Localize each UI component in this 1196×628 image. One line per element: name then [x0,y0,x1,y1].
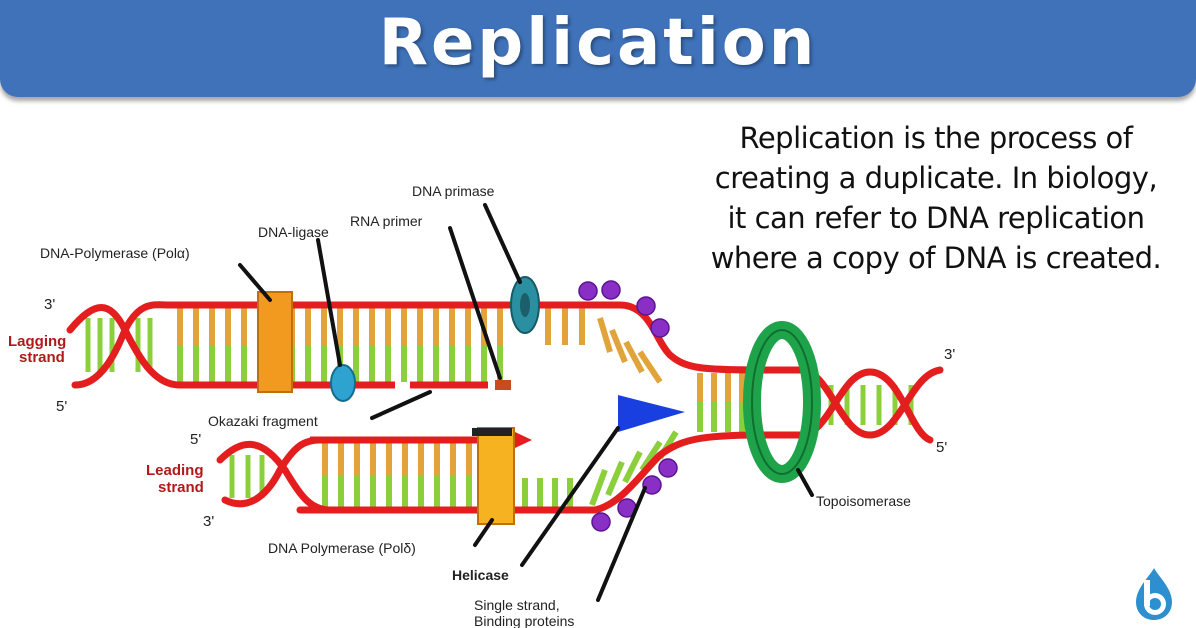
label-pointers [238,203,814,602]
end-right-top: 3' [944,346,955,363]
pointer-dna-ligase [316,238,342,367]
ssb-protein [601,280,621,300]
label-helicase: Helicase [452,567,509,583]
pointer-dna-polymerase-delta [473,518,494,547]
leading-direction-arrow [515,432,532,448]
definition-line-1: Replication is the process of [739,121,1133,155]
dna-primase-hole [520,293,530,317]
title-banner: Replication [0,0,1196,97]
label-lagging-line1: Lagging [8,333,66,350]
base-pair [605,460,625,497]
label-lagging-line2: strand [19,349,65,366]
single-strand-binding-proteins [578,280,678,532]
dna-ligase [330,364,356,402]
label-dna-primase: DNA primase [412,183,495,199]
pointer-topoisomerase [796,468,814,497]
leading-helix-backbone-b [221,436,324,508]
base-pair [623,340,645,374]
leading-helix-backbone-a [216,440,334,514]
end-lagging-top: 3' [44,296,55,313]
base-pair [589,468,608,507]
pointer-dna-primase [483,203,522,284]
base-pair [609,328,628,364]
dna-polymerase-delta-top [472,428,512,436]
ssb-protein [658,458,678,478]
ssb-protein [642,475,662,495]
leading-parent-backbone [296,431,764,514]
definition-line-3: it can refer to DNA replication [727,201,1145,235]
base-pair [622,450,643,484]
dna-polymerase-delta [477,427,515,525]
definition-line-2: creating a duplicate. In biology, [714,161,1158,195]
label-leading-line1: Leading [146,462,204,479]
helicase [618,395,685,432]
pointer-ssb [596,486,647,602]
topoisomerase-rim [751,329,813,475]
base-pair [637,350,663,384]
ssb-protein [578,281,598,301]
biology-dictionary-logo-icon [1136,568,1172,620]
label-ssb-line2: Binding proteins [474,613,574,628]
base-pair [639,440,663,472]
end-right-bottom: 5' [936,439,947,456]
pointer-dna-polymerase-alpha [238,263,272,302]
ssb-protein [591,512,611,532]
label-leading-line2: strand [158,479,204,496]
definition-text: Replication is the process of creating a… [688,118,1184,278]
rna-primer-segment [495,380,511,390]
end-leading-bottom: 3' [203,513,214,530]
label-dna-polymerase-alpha: DNA-Polymerase (Polα) [40,245,190,261]
lagging-parent-backbone [164,301,764,374]
label-okazaki-fragment: Okazaki fragment [208,413,318,429]
base-pair [597,317,613,353]
base-pairs [85,308,914,507]
label-ssb-line1: Single strand, [474,597,560,613]
end-leading-top: 5' [190,431,201,448]
label-dna-ligase: DNA-ligase [258,224,329,240]
ssb-protein [650,318,670,338]
label-dna-polymerase-delta: DNA Polymerase (Polδ) [268,540,416,556]
definition-line-4: where a copy of DNA is created. [710,241,1162,275]
pointer-helicase [520,426,620,567]
dna-polymerase-alpha [257,291,293,393]
ssb-protein [636,296,656,316]
pointer-okazaki-fragment [370,390,432,420]
end-lagging-bottom: 5' [56,398,67,415]
lagging-helix-backbone-b [71,301,174,389]
page-title: Replication [378,6,818,80]
label-topoisomerase: Topoisomerase [816,493,911,509]
label-rna-primer: RNA primer [350,213,423,229]
pointer-rna-primer [448,226,502,380]
